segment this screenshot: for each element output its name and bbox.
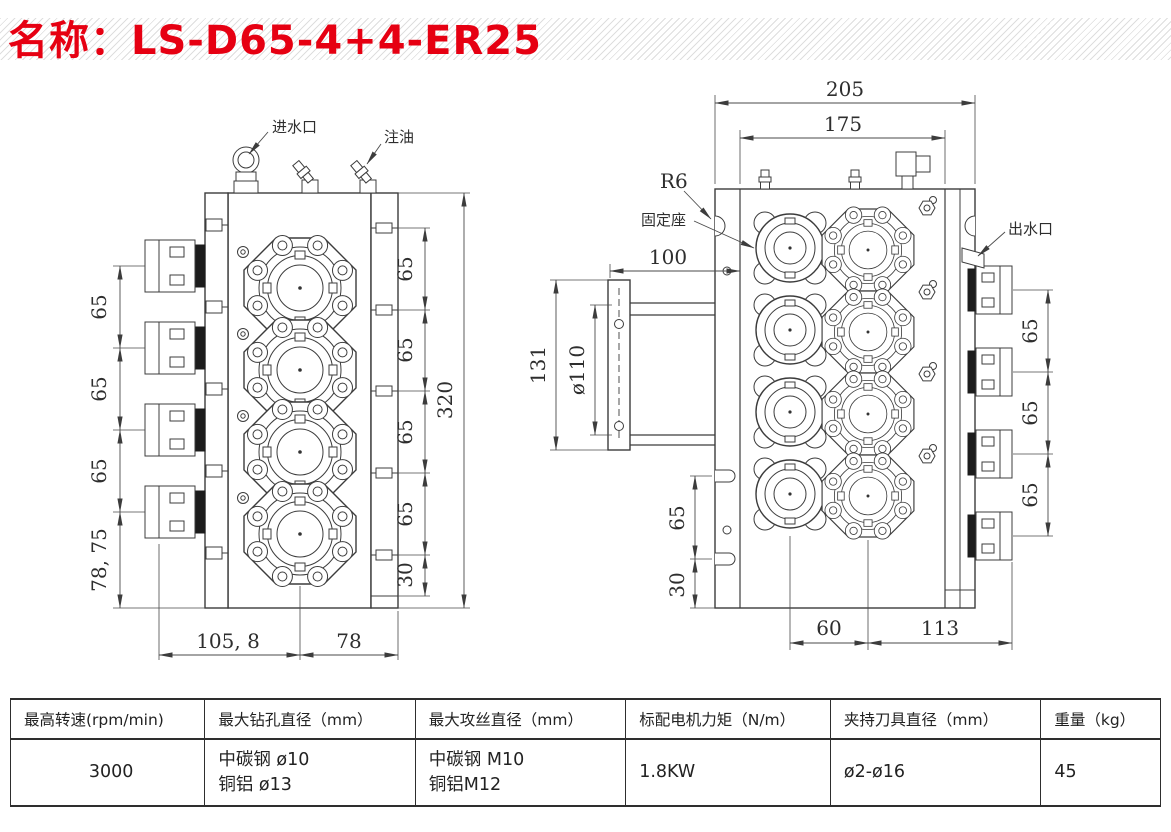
- left-side-view: 进水口 注油 65 65 65: [87, 118, 470, 660]
- svg-text:175: 175: [824, 112, 862, 136]
- svg-text:78, 75: 78, 75: [87, 528, 111, 592]
- svg-text:65: 65: [393, 501, 417, 526]
- spec-header-weight: 重量（kg）: [1040, 699, 1161, 740]
- spec-value-drill-dia: 中碳钢 ø10 铜铝 ø13: [204, 739, 416, 806]
- spec-value-tool-dia: ø2-ø16: [829, 739, 1042, 806]
- svg-text:205: 205: [826, 77, 864, 101]
- elbow-fitting: [895, 151, 931, 190]
- svg-text:65: 65: [1018, 318, 1042, 343]
- spec-table: 最高转速(rpm/min) 最大钻孔直径（mm） 最大攻丝直径（mm） 标配电机…: [9, 698, 1161, 807]
- spec-value-motor: 1.8KW: [625, 739, 831, 806]
- technical-drawing: 进水口 注油 65 65 65: [0, 68, 1171, 690]
- svg-text:65: 65: [87, 458, 111, 483]
- svg-text:65: 65: [393, 256, 417, 281]
- spec-header-row: 最高转速(rpm/min) 最大钻孔直径（mm） 最大攻丝直径（mm） 标配电机…: [9, 699, 1161, 740]
- collet-chuck: [144, 239, 206, 293]
- grease-nipple: [758, 169, 772, 190]
- svg-text:65: 65: [87, 376, 111, 401]
- svg-text:100: 100: [649, 245, 687, 269]
- spec-table-wrap: 最高转速(rpm/min) 最大钻孔直径（mm） 最大攻丝直径（mm） 标配电机…: [9, 698, 1161, 807]
- collet-chuck: [967, 347, 1013, 397]
- front-view: R6 固定座 出水口 205 175: [526, 77, 1053, 650]
- svg-text:65: 65: [665, 505, 689, 530]
- hatch-band: [0, 18, 1171, 60]
- spec-drill-line1: 中碳钢 ø10: [218, 750, 310, 770]
- page-title: 名称：LS-D65-4+4-ER25: [8, 18, 542, 64]
- front-view-top-dims: 205 175: [714, 77, 976, 184]
- svg-text:30: 30: [393, 562, 417, 587]
- svg-text:65: 65: [87, 294, 111, 319]
- oil-fill-label: 注油: [384, 128, 414, 146]
- svg-text:78: 78: [336, 629, 361, 653]
- collet-chuck: [967, 429, 1013, 479]
- spec-value-weight: 45: [1040, 739, 1161, 806]
- bearing-flange: [753, 211, 827, 285]
- left-view-right-dims: 65 65 65 65 30 320: [393, 192, 470, 609]
- bearing-flange: [753, 375, 827, 449]
- left-view-left-dims: 65 65 65 78, 75: [87, 265, 205, 609]
- svg-text:60: 60: [816, 616, 841, 640]
- collet-chuck: [967, 511, 1013, 561]
- svg-text:65: 65: [1018, 482, 1042, 507]
- radius-label: R6: [660, 169, 688, 193]
- motor-flange: [607, 279, 715, 451]
- svg-text:ø110: ø110: [565, 345, 589, 395]
- fixing-seat-label: 固定座: [641, 211, 686, 229]
- front-view-right-dims: 65 65 65: [1013, 289, 1053, 537]
- svg-text:30: 30: [665, 572, 689, 597]
- grease-nipple: [848, 169, 862, 190]
- collet-chuck: [144, 485, 206, 539]
- svg-text:105, 8: 105, 8: [196, 629, 260, 653]
- grease-nipples: [237, 246, 249, 504]
- spec-value-speed: 3000: [9, 739, 206, 806]
- motor-flange-dims: 100 131 ø110: [526, 245, 741, 451]
- left-view-bottom-dims: 105, 8 78: [158, 544, 399, 660]
- svg-text:65: 65: [1018, 400, 1042, 425]
- collet-chuck: [144, 321, 206, 375]
- svg-text:113: 113: [921, 616, 959, 640]
- spec-header-motor: 标配电机力矩（N/m）: [625, 699, 831, 740]
- bearing-flange: [753, 293, 827, 367]
- water-outlet-label: 出水口: [1008, 220, 1053, 238]
- bearing-flange: [753, 457, 827, 531]
- spec-value-tap-dia: 中碳钢 M10 铜铝M12: [414, 739, 627, 806]
- svg-text:65: 65: [393, 419, 417, 444]
- svg-text:320: 320: [433, 381, 457, 419]
- spec-header-speed: 最高转速(rpm/min): [9, 699, 206, 740]
- svg-text:65: 65: [393, 337, 417, 362]
- front-view-left-dims: 65 30: [665, 475, 715, 609]
- water-inlet-fitting: [232, 146, 260, 194]
- side-plate-bolts: [205, 218, 393, 561]
- water-inlet-label: 进水口: [272, 118, 317, 136]
- spec-drill-line2: 铜铝 ø13: [218, 774, 292, 795]
- collet-chuck: [967, 265, 1013, 315]
- spec-header-drill-dia: 最大钻孔直径（mm）: [204, 699, 416, 740]
- spec-tap-line2: 铜铝M12: [428, 774, 502, 795]
- front-view-callouts: R6 固定座 出水口: [641, 169, 1053, 257]
- oil-fitting: [292, 159, 377, 194]
- svg-text:131: 131: [526, 346, 550, 384]
- collet-chuck: [144, 403, 206, 457]
- title-bar: 名称：LS-D65-4+4-ER25: [0, 0, 1171, 70]
- spec-header-tool-dia: 夹持刀具直径（mm）: [829, 699, 1042, 740]
- spec-tap-line1: 中碳钢 M10: [428, 750, 525, 770]
- left-view-callouts: 进水口 注油: [248, 118, 414, 165]
- spec-value-row: 3000 中碳钢 ø10 铜铝 ø13 中碳钢 M10 铜铝M12 1.8KW …: [9, 739, 1161, 806]
- front-view-bottom-dims: 60 113: [789, 536, 1013, 650]
- spec-header-tap-dia: 最大攻丝直径（mm）: [414, 699, 627, 740]
